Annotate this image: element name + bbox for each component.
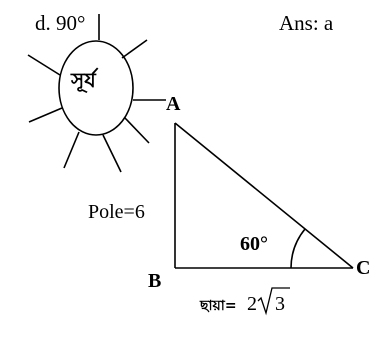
pole-label: Pole=6 <box>88 201 145 223</box>
sun-ray <box>102 134 122 173</box>
vertex-c-label: C <box>356 257 370 279</box>
shadow-radicand: 3 <box>275 293 285 315</box>
answer-text: Ans: a <box>279 11 334 35</box>
option-d-text: d. 90° <box>35 11 85 35</box>
shadow-coefficient: 2 <box>247 293 257 315</box>
sun-rays <box>27 14 166 173</box>
sun-ray <box>28 107 63 123</box>
angle-c-arc <box>290 228 306 269</box>
sun-icon: সূর্য <box>27 14 166 173</box>
right-triangle <box>174 122 354 269</box>
shadow-length-label: ছায়া= 2 3 <box>199 287 290 316</box>
sun-ray-ac <box>174 122 354 269</box>
radical-sign <box>257 287 290 316</box>
sun-body <box>58 40 134 136</box>
sun-ray <box>27 54 61 76</box>
vertex-b-label: B <box>148 270 161 292</box>
sun-ray <box>124 117 150 144</box>
sun-label: সূর্য <box>70 67 99 93</box>
angle-label: 60° <box>240 233 268 255</box>
sun-ray <box>63 131 80 169</box>
vertex-a-label: A <box>166 93 181 115</box>
shadow-prefix: ছায়া= <box>199 298 237 314</box>
sun-ray <box>121 39 148 59</box>
